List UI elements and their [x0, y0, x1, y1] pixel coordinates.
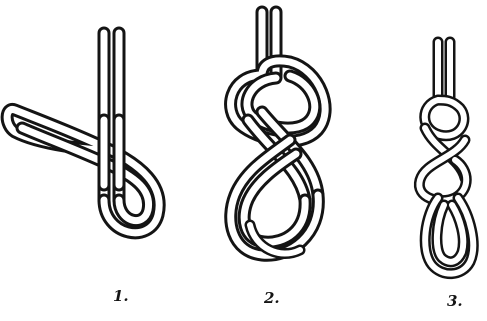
step-2-upper-lobe-inner-core [247, 76, 315, 128]
knot-step-1-illustration [7, 33, 159, 233]
step-2-label: 2. [263, 289, 280, 307]
knot-step-2-illustration [231, 12, 326, 255]
knot-step-3-illustration [419, 42, 473, 274]
step-3-label: 3. [447, 292, 463, 310]
step-1-label: 1. [113, 287, 129, 305]
